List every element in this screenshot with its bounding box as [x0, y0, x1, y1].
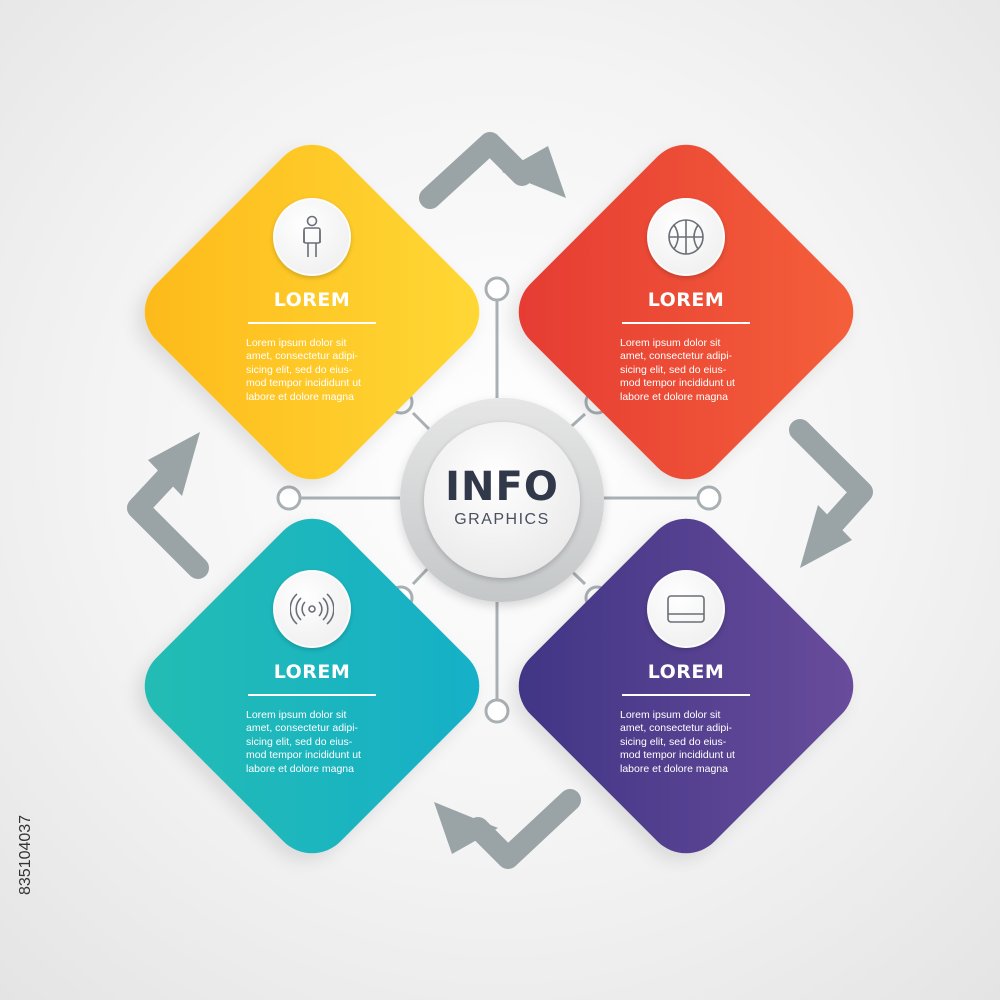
card-divider — [622, 694, 750, 696]
card-title: LOREM — [273, 289, 351, 311]
center-subtitle: GRAPHICS — [454, 511, 550, 528]
center-hub — [424, 422, 580, 578]
arrowhead-right-down — [800, 505, 852, 568]
person-icon — [273, 198, 351, 276]
card-divider — [248, 694, 376, 696]
card-divider — [248, 322, 376, 324]
signal-icon — [273, 570, 351, 648]
center-title: INFO — [445, 464, 559, 510]
card-title: LOREM — [647, 661, 725, 683]
arrow-left-up — [127, 467, 209, 579]
card-title: LOREM — [647, 289, 725, 311]
connector-lines — [300, 300, 697, 700]
card-divider — [622, 322, 750, 324]
node-top — [484, 276, 510, 302]
node-left — [276, 485, 302, 511]
arrowhead-left-up — [148, 432, 200, 496]
node-right — [696, 485, 722, 511]
basketball-icon — [647, 198, 725, 276]
arrowhead-bottom-left — [434, 802, 498, 854]
svg-text:835104037: 835104037 — [17, 815, 34, 895]
card-title: LOREM — [273, 661, 351, 683]
arrowhead-top-right — [502, 146, 566, 198]
arrow-top-right — [419, 132, 533, 209]
arrow-right-down — [789, 419, 873, 533]
arrow-bottom-left — [467, 789, 581, 869]
card-icon — [647, 570, 725, 648]
side-id-text: 835104037 — [17, 815, 34, 895]
node-bottom — [484, 698, 510, 724]
